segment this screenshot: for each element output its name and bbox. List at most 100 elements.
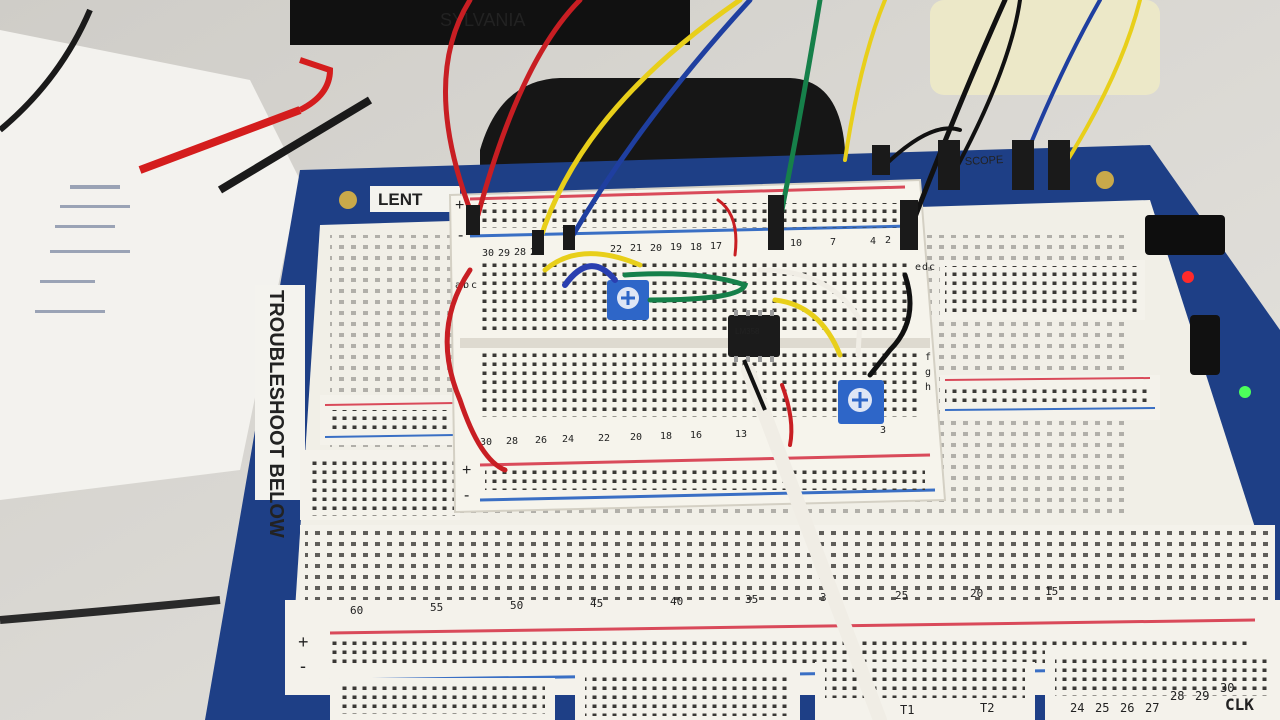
wire-yellow — [772, 297, 843, 358]
svg-text:15: 15 — [1045, 585, 1058, 598]
svg-text:22: 22 — [598, 433, 610, 444]
svg-text:13: 13 — [735, 429, 747, 440]
power-connector — [1145, 215, 1225, 255]
svg-text:10: 10 — [790, 238, 802, 249]
svg-text:g: g — [925, 367, 931, 378]
svg-text:18: 18 — [690, 242, 702, 253]
svg-text:3: 3 — [880, 425, 886, 436]
wire-red-short — [780, 383, 794, 447]
svg-text:29: 29 — [498, 248, 510, 259]
svg-text:30: 30 — [482, 248, 494, 259]
svg-text:45: 45 — [590, 597, 603, 610]
wire-red — [443, 0, 475, 218]
lower-rail-plus: + — [462, 462, 471, 479]
svg-text:CLK: CLK — [1225, 695, 1254, 714]
svg-text:19: 19 — [670, 242, 682, 253]
black-clip-lead — [217, 96, 373, 194]
svg-text:55: 55 — [430, 601, 443, 614]
mount-screw — [339, 191, 357, 209]
corner-label: SCOPE — [965, 154, 1004, 168]
desk-cable — [0, 596, 221, 624]
wire-black — [867, 272, 913, 378]
upper-rail-plus: + — [455, 197, 464, 214]
wire-yellow — [1053, 0, 1142, 182]
paper-manual-text — [35, 185, 130, 313]
jumper-wires — [443, 0, 1142, 473]
row-letters: a b c e d c f g h — [455, 262, 935, 393]
svg-text:25: 25 — [895, 589, 908, 602]
wire-headers — [466, 140, 1070, 255]
wire-yellow — [537, 0, 743, 243]
svg-text:24: 24 — [562, 434, 574, 445]
svg-text:20: 20 — [630, 432, 642, 443]
svg-text:b: b — [463, 280, 469, 291]
svg-text:17: 17 — [710, 241, 722, 252]
svg-text:40: 40 — [670, 595, 683, 608]
wire-blue — [567, 0, 753, 243]
mount-screw — [1096, 171, 1114, 189]
svg-text:21: 21 — [630, 243, 642, 254]
trimmer-pot-left — [607, 280, 649, 320]
bottom-strips — [330, 650, 1280, 720]
svg-text:24: 24 — [1070, 701, 1084, 715]
background-container — [930, 0, 1160, 95]
side-label-text: TROUBLESHOOT BELOW — [265, 290, 287, 538]
svg-text:60: 60 — [350, 604, 363, 617]
upper-rail-minus: - — [458, 227, 463, 244]
wire-black — [907, 0, 1008, 233]
wire-yellow — [542, 251, 643, 273]
rail-plus-sign: + — [298, 632, 309, 652]
svg-text:20: 20 — [970, 587, 983, 600]
wire-red — [444, 267, 508, 473]
svg-text:f: f — [925, 352, 931, 363]
op-amp-chip: LM358 — [728, 310, 780, 362]
svg-text:4: 4 — [870, 236, 876, 247]
svg-text:c: c — [929, 262, 935, 273]
svg-text:e: e — [915, 262, 921, 273]
svg-text:26: 26 — [1120, 701, 1134, 715]
svg-text:30: 30 — [1220, 681, 1234, 695]
left-rails — [300, 395, 460, 520]
right-rails — [940, 260, 1160, 420]
svg-text:27: 27 — [1145, 701, 1159, 715]
svg-text:25: 25 — [1095, 701, 1109, 715]
svg-text:d: d — [922, 262, 928, 273]
svg-text:28: 28 — [514, 247, 526, 258]
svg-text:30: 30 — [480, 437, 492, 448]
status-led-green — [1239, 386, 1251, 398]
svg-text:T1: T1 — [900, 703, 914, 717]
side-label: TROUBLESHOOT BELOW — [255, 285, 305, 538]
breadboard-upper: + - + - — [448, 178, 947, 514]
wire-white — [757, 267, 863, 358]
svg-text:2: 2 — [885, 235, 891, 246]
wire-black — [948, 0, 1022, 182]
paper-manual — [0, 30, 300, 500]
svg-text:26: 26 — [535, 435, 547, 446]
svg-text:18: 18 — [660, 431, 672, 442]
wire-red-short — [716, 198, 738, 257]
scope-probe — [741, 359, 887, 720]
lower-column-numbers: 60 55 50 45 40 35 30 25 20 15 — [350, 585, 1058, 617]
wire-blue-loop — [562, 263, 618, 288]
svg-text:a: a — [455, 280, 461, 291]
status-led-red — [1182, 271, 1194, 283]
red-clip-lead — [138, 106, 302, 174]
svg-text:c: c — [471, 280, 477, 291]
bottom-strip-numbers: 24 25 26 27 28 29 30 T1 T2 CLK — [900, 681, 1254, 717]
svg-text:22: 22 — [610, 244, 622, 255]
svg-text:35: 35 — [745, 593, 758, 606]
svg-text:28: 28 — [1170, 689, 1184, 703]
svg-text:20: 20 — [650, 243, 662, 254]
rail-minus-sign: - — [300, 656, 306, 676]
top-banner-text: LENT — [378, 190, 423, 209]
wire-yellow — [843, 0, 887, 162]
chip-label: LM358 — [735, 327, 760, 336]
svg-text:29: 29 — [1195, 689, 1209, 703]
svg-text:7: 7 — [830, 237, 836, 248]
svg-text:T2: T2 — [980, 701, 994, 715]
svg-text:28: 28 — [506, 436, 518, 447]
svg-text:h: h — [925, 382, 931, 393]
svg-text:16: 16 — [690, 430, 702, 441]
device-brand-text: SYLVANIA — [440, 10, 525, 30]
